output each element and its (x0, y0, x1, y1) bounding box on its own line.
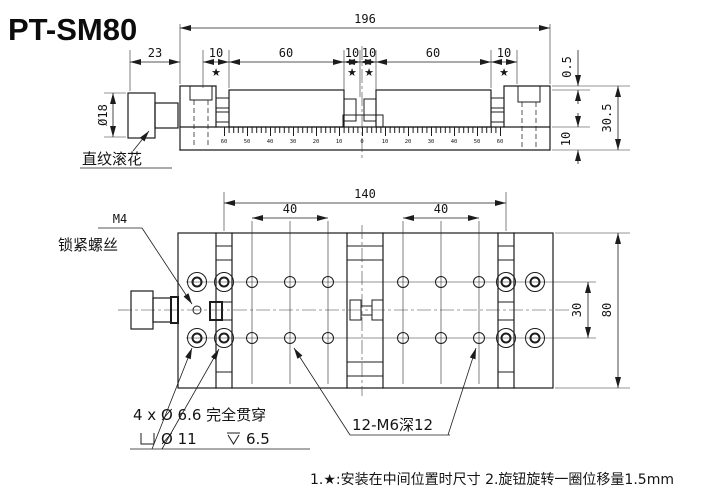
dim-10-b: 10 (345, 46, 359, 60)
m4-callout: M4 锁紧螺丝 (58, 212, 193, 305)
dim-knob-length: 23 (148, 46, 162, 60)
m6-holes (246, 276, 485, 344)
m4-screw-hole (192, 305, 202, 315)
cbore-depth: 6.5 (246, 430, 270, 448)
ruler-label: 20 (313, 139, 320, 145)
dim-30: 30 (570, 282, 591, 338)
ruler-label: 60 (221, 139, 228, 145)
dim-width-label: 80 (600, 303, 614, 317)
dim-hole-span: 140 (354, 187, 376, 201)
page-title: PT-SM80 (8, 12, 137, 47)
dim-10-c: 10 (362, 46, 376, 60)
dim-196: 196 (179, 12, 551, 84)
m6-note: 12-M6深12 (293, 347, 477, 436)
side-right-bracket (503, 85, 551, 151)
dim-row-top: 10 60 10 10 60 10 ★ ★ ★ ★ (202, 46, 518, 97)
side-view: 60 50 40 30 20 10 0 10 20 30 40 50 60 19… (80, 12, 630, 169)
side-base-rail (179, 126, 551, 151)
dim-gap: 0.5 (560, 56, 574, 78)
knurl-label: 直纹滚花 (82, 150, 142, 168)
dim-knob-dia: Ø18 (96, 104, 110, 126)
counterbore-holes (187, 272, 545, 348)
ruler-label: 10 (336, 139, 343, 145)
dim-40-right-label: 40 (434, 202, 448, 216)
ruler-label: 40 (451, 139, 458, 145)
dim-10-d: 10 (497, 46, 511, 60)
dim-60-b: 60 (426, 46, 440, 60)
counterbore-symbol-icon (140, 433, 155, 445)
dim-80: 80 (555, 232, 630, 389)
cbore-note-line1: 4 x Ø 6.6 完全贯穿 (133, 406, 266, 424)
hole-centerlines (186, 221, 596, 384)
dim-right-stack: 0.5 30.5 10 (552, 50, 630, 164)
m4-name-label: 锁紧螺丝 (58, 236, 118, 254)
dim-23: 23 (129, 46, 180, 91)
dim-base-height: 10 (559, 132, 573, 146)
cbore-note: 4 x Ø 6.6 完全贯穿 Ø 11 6.5 (130, 347, 310, 450)
ruler-label: 60 (497, 139, 504, 145)
dim-10-a: 10 (209, 46, 223, 60)
clamp-rungs (216, 245, 514, 377)
dim-row-spacing-label: 30 (570, 303, 584, 317)
star-marker: ★ (364, 66, 374, 79)
dim-height: 30.5 (600, 104, 614, 133)
ruler-label: 50 (244, 139, 251, 145)
star-marker: ★ (211, 66, 221, 79)
plan-knob (130, 290, 179, 330)
m6-note-label: 12-M6深12 (352, 416, 433, 434)
ruler-label: 40 (267, 139, 274, 145)
dim-overall-length: 196 (354, 12, 376, 26)
side-platform-blocks (228, 89, 505, 128)
depth-symbol-icon (227, 432, 240, 445)
m4-size-label: M4 (113, 212, 127, 226)
dim-knob-diameter: Ø18 (96, 92, 126, 138)
knurl-callout: 直纹滚花 (80, 130, 172, 169)
dim-60-a: 60 (279, 46, 293, 60)
plan-view: 140 40 40 30 80 M4 锁紧螺丝 (58, 187, 630, 450)
dim-140: 140 (223, 187, 507, 231)
ruler-label: 50 (474, 139, 481, 145)
plan-body (177, 232, 554, 389)
ruler-label: 10 (382, 139, 389, 145)
ruler-label: 30 (290, 139, 297, 145)
screw-coupler (209, 301, 223, 321)
star-marker: ★ (499, 66, 509, 79)
side-knob (127, 92, 179, 139)
ruler-label: 20 (405, 139, 412, 145)
dim-40-right: 40 (403, 202, 479, 221)
ruler-label: 30 (428, 139, 435, 145)
cbore-diameter: Ø 11 (161, 430, 197, 448)
star-marker: ★ (347, 66, 357, 79)
dim-40-left-label: 40 (283, 202, 297, 216)
dim-40-left: 40 (252, 202, 328, 221)
footnote: 1.★:安装在中间位置时尺寸 2.旋钮旋转一圈位移量1.5mm (310, 472, 674, 488)
